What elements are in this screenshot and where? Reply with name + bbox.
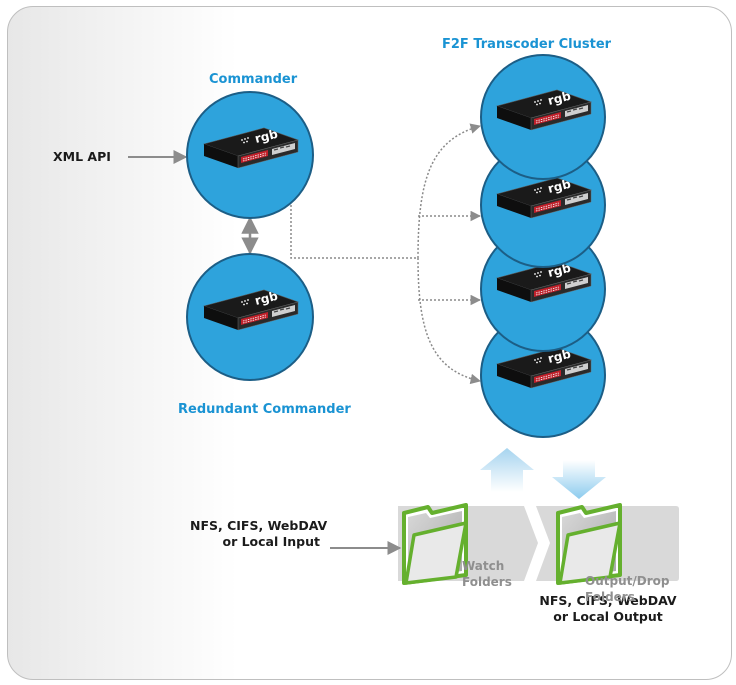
- commander-cluster-link: [290, 201, 418, 259]
- xml-api-label: XML API: [53, 149, 111, 164]
- download-arrow-icon: [552, 460, 606, 499]
- commander-title: Commander: [209, 72, 298, 87]
- cluster-link-4: [417, 257, 482, 385]
- cluster-link-1: [417, 123, 482, 259]
- redundant-commander-title: Redundant Commander: [178, 402, 351, 417]
- watch-folder-icon: [402, 503, 468, 585]
- output-folder-icon: [556, 503, 622, 585]
- output-folders-label: Output/Drop Folders: [585, 574, 670, 604]
- commander-node: [186, 91, 314, 219]
- input-label: NFS, CIFS, WebDAV or Local Input: [190, 518, 328, 549]
- upload-arrow-icon: [480, 448, 534, 492]
- cluster-title: F2F Transcoder Cluster: [442, 37, 612, 52]
- redundant-commander-node: [186, 253, 314, 381]
- watch-folders-label: Watch Folders: [462, 559, 512, 589]
- transcoder-node-1: [480, 54, 606, 180]
- output-label: NFS, CIFS, WebDAV or Local Output: [539, 593, 677, 624]
